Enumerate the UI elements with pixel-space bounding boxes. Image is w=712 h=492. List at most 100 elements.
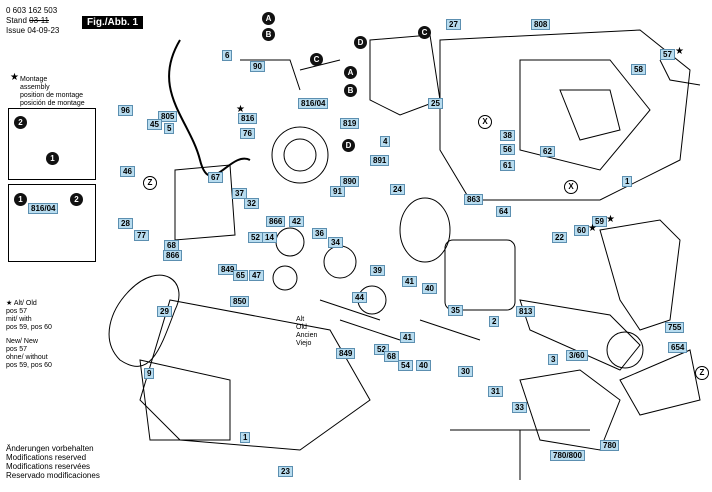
part-label: 37 bbox=[232, 188, 247, 199]
part-label: 47 bbox=[249, 270, 264, 281]
part-label: 3/60 bbox=[566, 350, 588, 361]
part-label: 813 bbox=[516, 306, 536, 317]
part-label: 1 bbox=[622, 176, 633, 187]
part-label: 850 bbox=[230, 296, 250, 307]
part-label: 90 bbox=[250, 61, 265, 72]
footer-line-3: Modifications reservées bbox=[6, 462, 91, 471]
part-label: 56 bbox=[500, 144, 515, 155]
star-icon: ★ bbox=[588, 223, 597, 234]
callout-c: C bbox=[310, 53, 323, 66]
part-label: 24 bbox=[390, 184, 405, 195]
part-label: 60 bbox=[574, 225, 589, 236]
part-label: 866 bbox=[163, 250, 183, 261]
part-label: 866 bbox=[266, 216, 286, 227]
part-label: 64 bbox=[496, 206, 511, 217]
part-label: 38 bbox=[500, 130, 515, 141]
part-label: 819 bbox=[340, 118, 360, 129]
part-label: 35 bbox=[448, 305, 463, 316]
part-label: 654 bbox=[668, 342, 688, 353]
part-label: 59 bbox=[592, 216, 607, 227]
montage-line-3: position de montage bbox=[20, 92, 84, 99]
new-line-3: ohne/ without bbox=[6, 354, 48, 361]
part-label: 4 bbox=[380, 136, 391, 147]
housing-right-shape bbox=[439, 29, 691, 201]
callout-1: 1 bbox=[46, 152, 59, 165]
part-label: 42 bbox=[289, 216, 304, 227]
figure-tag: Fig./Abb. 1 bbox=[82, 16, 144, 29]
callout-2-b: 2 bbox=[70, 193, 83, 206]
footer-line-1: Änderungen vorbehalten bbox=[6, 444, 94, 453]
alt-small-1: Alt bbox=[296, 316, 305, 323]
callout-a-2: A bbox=[344, 66, 357, 79]
part-label: 67 bbox=[208, 172, 223, 183]
alt-line-1: Alt/ Old bbox=[13, 300, 37, 307]
part-label: 36 bbox=[312, 228, 327, 239]
part-label: 25 bbox=[428, 98, 443, 109]
callout-x-2: X bbox=[564, 180, 578, 194]
callout-1-b: 1 bbox=[14, 193, 27, 206]
callout-a: A bbox=[262, 12, 275, 25]
part-label: 54 bbox=[398, 360, 413, 371]
star-icon: ★ bbox=[236, 104, 245, 115]
part-label: 33 bbox=[512, 402, 527, 413]
alt-small-2: Old bbox=[296, 324, 307, 331]
inset-switch-assembly bbox=[8, 108, 96, 180]
alt-line-2: pos 57 bbox=[6, 308, 28, 315]
housing-shell-shape bbox=[139, 299, 371, 451]
alt-note: ★ Alt/ Old pos 57 mit/ with pos 59, pos … bbox=[6, 300, 52, 332]
montage-note: Montage assembly position de montage pos… bbox=[20, 76, 85, 108]
part-label: 45 bbox=[147, 119, 162, 130]
part-label: 891 bbox=[370, 155, 390, 166]
part-label: 805 bbox=[158, 111, 178, 122]
part-label: 5 bbox=[164, 123, 175, 134]
new-line-1: New/ New bbox=[6, 338, 38, 345]
alt-small-3: Ancien bbox=[296, 332, 318, 339]
stand-date: 03-11 bbox=[29, 16, 50, 25]
inset-cable-routing bbox=[8, 184, 96, 262]
part-label: 91 bbox=[330, 186, 345, 197]
part-label: 849 bbox=[336, 348, 356, 359]
montage-line-4: posición de montage bbox=[20, 100, 85, 107]
part-label: 863 bbox=[464, 194, 484, 205]
part-label: 68 bbox=[384, 351, 399, 362]
part-label: 808 bbox=[531, 19, 551, 30]
part-label: 1 bbox=[240, 432, 251, 443]
new-line-2: pos 57 bbox=[6, 346, 28, 353]
callout-x: X bbox=[478, 115, 492, 129]
part-label: 40 bbox=[422, 283, 437, 294]
part-label: 29 bbox=[157, 306, 172, 317]
part-label: 52 bbox=[248, 232, 263, 243]
footer-note: Änderungen vorbehalten Modifications res… bbox=[6, 444, 100, 480]
part-label: 61 bbox=[500, 160, 515, 171]
part-label: 41 bbox=[400, 332, 415, 343]
alt-line-3: mit/ with bbox=[6, 316, 32, 323]
part-label: 65 bbox=[233, 270, 248, 281]
part-label: 27 bbox=[446, 19, 461, 30]
part-label: 41 bbox=[402, 276, 417, 287]
callout-2: 2 bbox=[14, 116, 27, 129]
part-label: 76 bbox=[240, 128, 255, 139]
new-line-4: pos 59, pos 60 bbox=[6, 362, 52, 369]
issue-date: 04-09-23 bbox=[27, 26, 60, 35]
part-label: 816/04 bbox=[298, 98, 329, 109]
new-note: New/ New pos 57 ohne/ without pos 59, po… bbox=[6, 338, 52, 370]
alt-small-4: Viejo bbox=[296, 340, 312, 347]
montage-star-icon: ★ bbox=[10, 72, 19, 83]
part-label: 816 bbox=[238, 113, 258, 124]
star-icon: ★ bbox=[675, 46, 684, 57]
footer-line-4: Reservado modificaciones bbox=[6, 471, 100, 480]
part-label: 46 bbox=[120, 166, 135, 177]
part-label: 3 bbox=[548, 354, 559, 365]
part-label: 30 bbox=[458, 366, 473, 377]
part-label: 34 bbox=[328, 237, 343, 248]
part-label: 40 bbox=[416, 360, 431, 371]
part-label: 890 bbox=[340, 176, 360, 187]
star-icon: ★ bbox=[606, 214, 615, 225]
part-number: 0 603 162 503 bbox=[6, 6, 58, 15]
callout-b-2: B bbox=[344, 84, 357, 97]
callout-b: B bbox=[262, 28, 275, 41]
part-label: 52 bbox=[374, 344, 389, 355]
part-label: 780 bbox=[600, 440, 620, 451]
part-label: 62 bbox=[540, 146, 555, 157]
